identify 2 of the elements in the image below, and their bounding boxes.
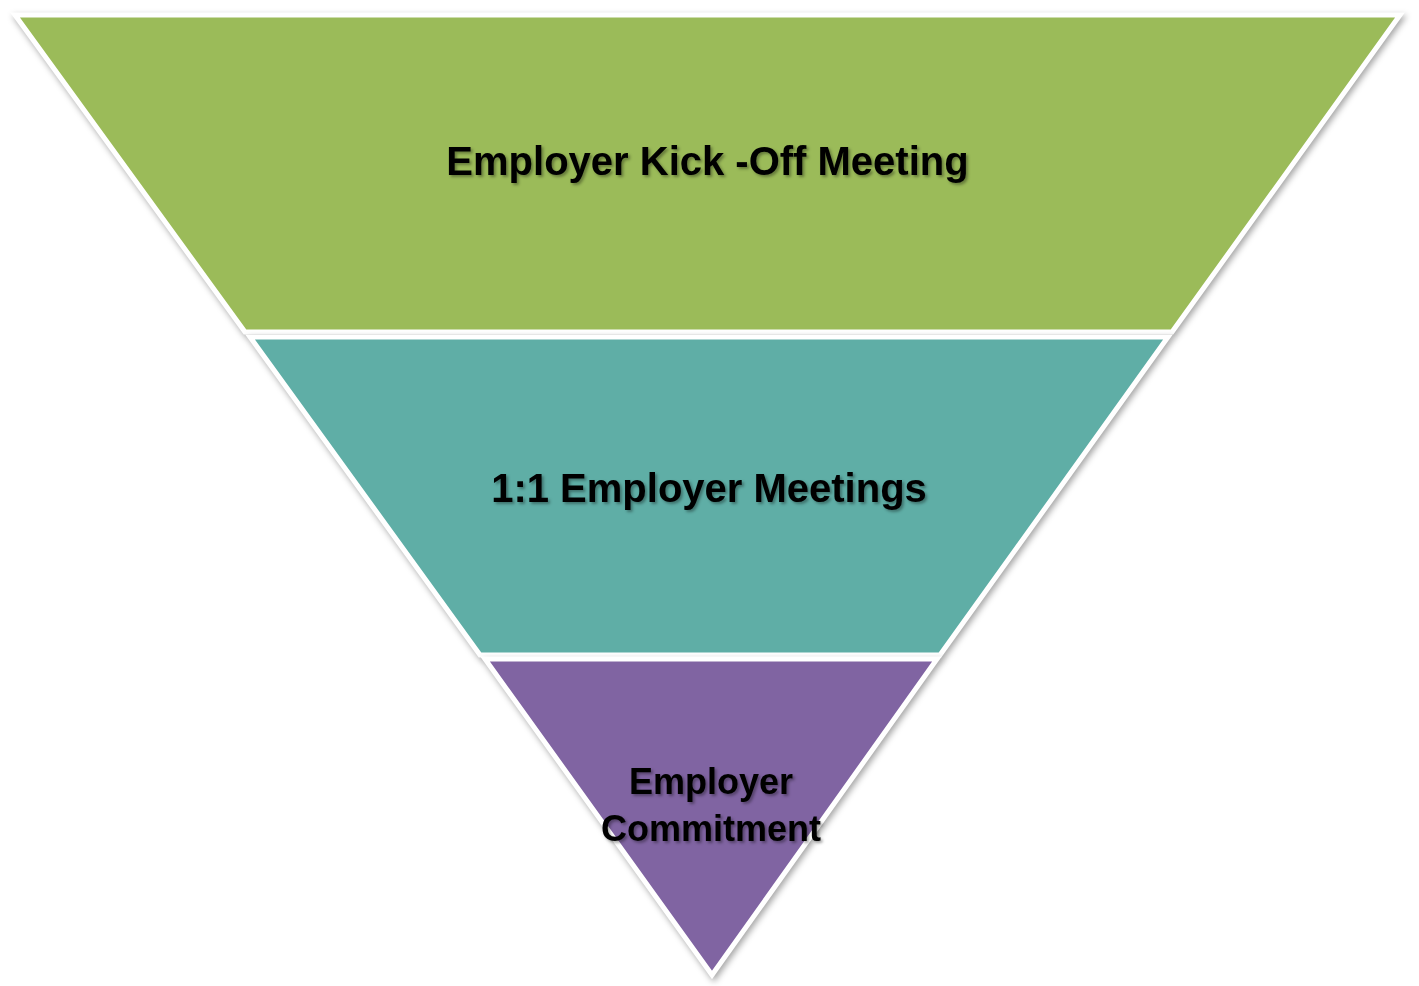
segment-label: Employer Kick -Off Meeting — [445, 138, 970, 185]
segment-label: 1:1 Employer Meetings — [490, 465, 928, 512]
